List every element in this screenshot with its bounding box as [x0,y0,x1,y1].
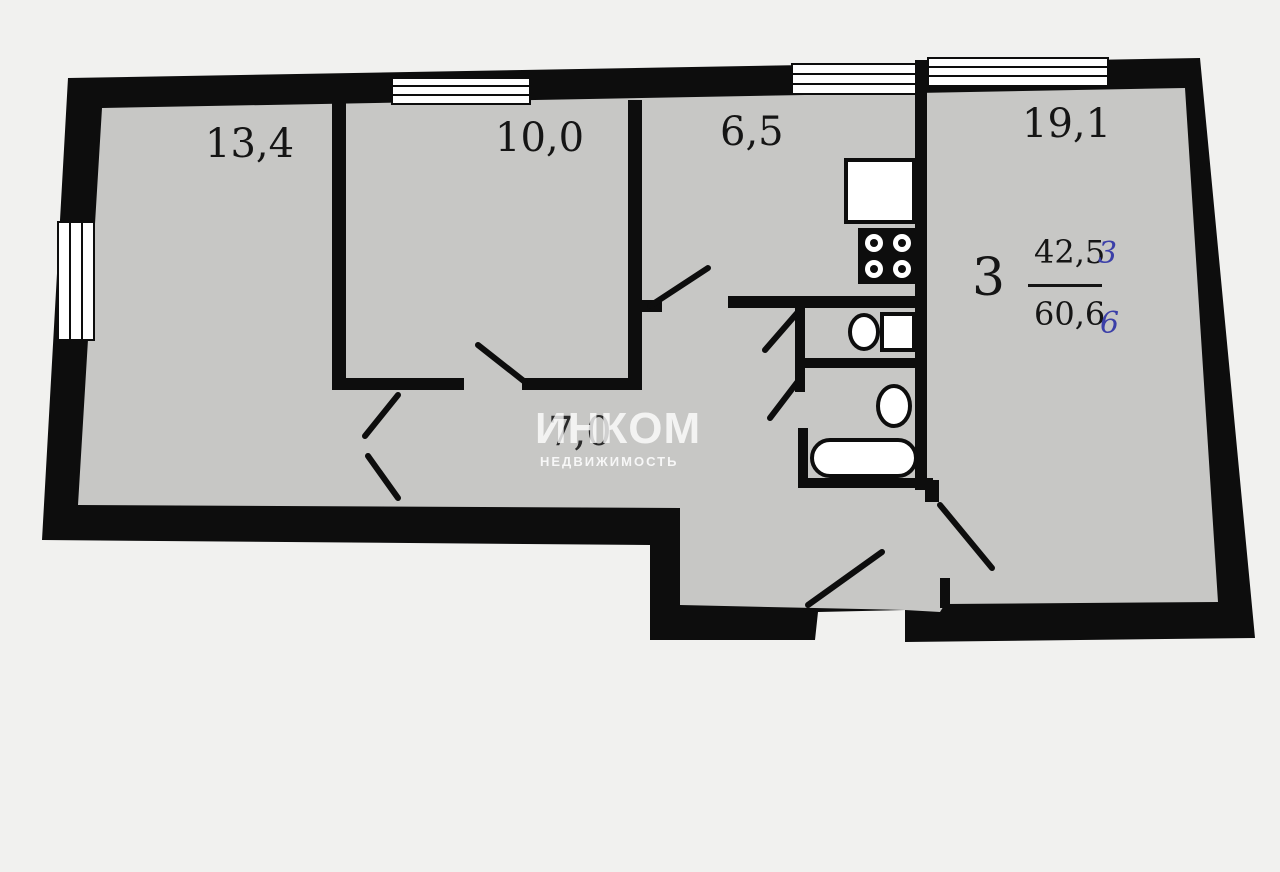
toilet-icon [848,312,916,352]
door-swings [362,265,995,608]
rooms-count: 3 [972,248,1006,308]
bathtub-icon [810,438,918,478]
room-2-area: 10,0 [495,115,585,161]
watermark-subtitle: НЕДВИЖИМОСТЬ [540,454,679,469]
kitchen-sink [844,158,916,224]
window-top-middle [791,63,917,95]
handwritten-correction-total: 6 [1100,306,1120,341]
watermark-logo: ИНКОМ [535,404,702,453]
window-top-right [927,57,1109,87]
hall-area: 7,0 [548,409,612,455]
handwritten-correction-living: 3 [1098,236,1118,271]
window-top-left [391,77,531,105]
washbasin-icon [876,384,912,428]
total-area: 60,6 [1034,295,1106,333]
stove-icon [858,228,918,284]
interior-walls [332,60,950,608]
living-area: 42,5 [1034,233,1106,271]
kitchen-area: 6,5 [720,109,784,155]
room-1-area: 13,4 [205,121,295,167]
room-3-area: 19,1 [1022,101,1112,147]
fraction-bar [1028,284,1102,287]
window-left [57,221,95,341]
